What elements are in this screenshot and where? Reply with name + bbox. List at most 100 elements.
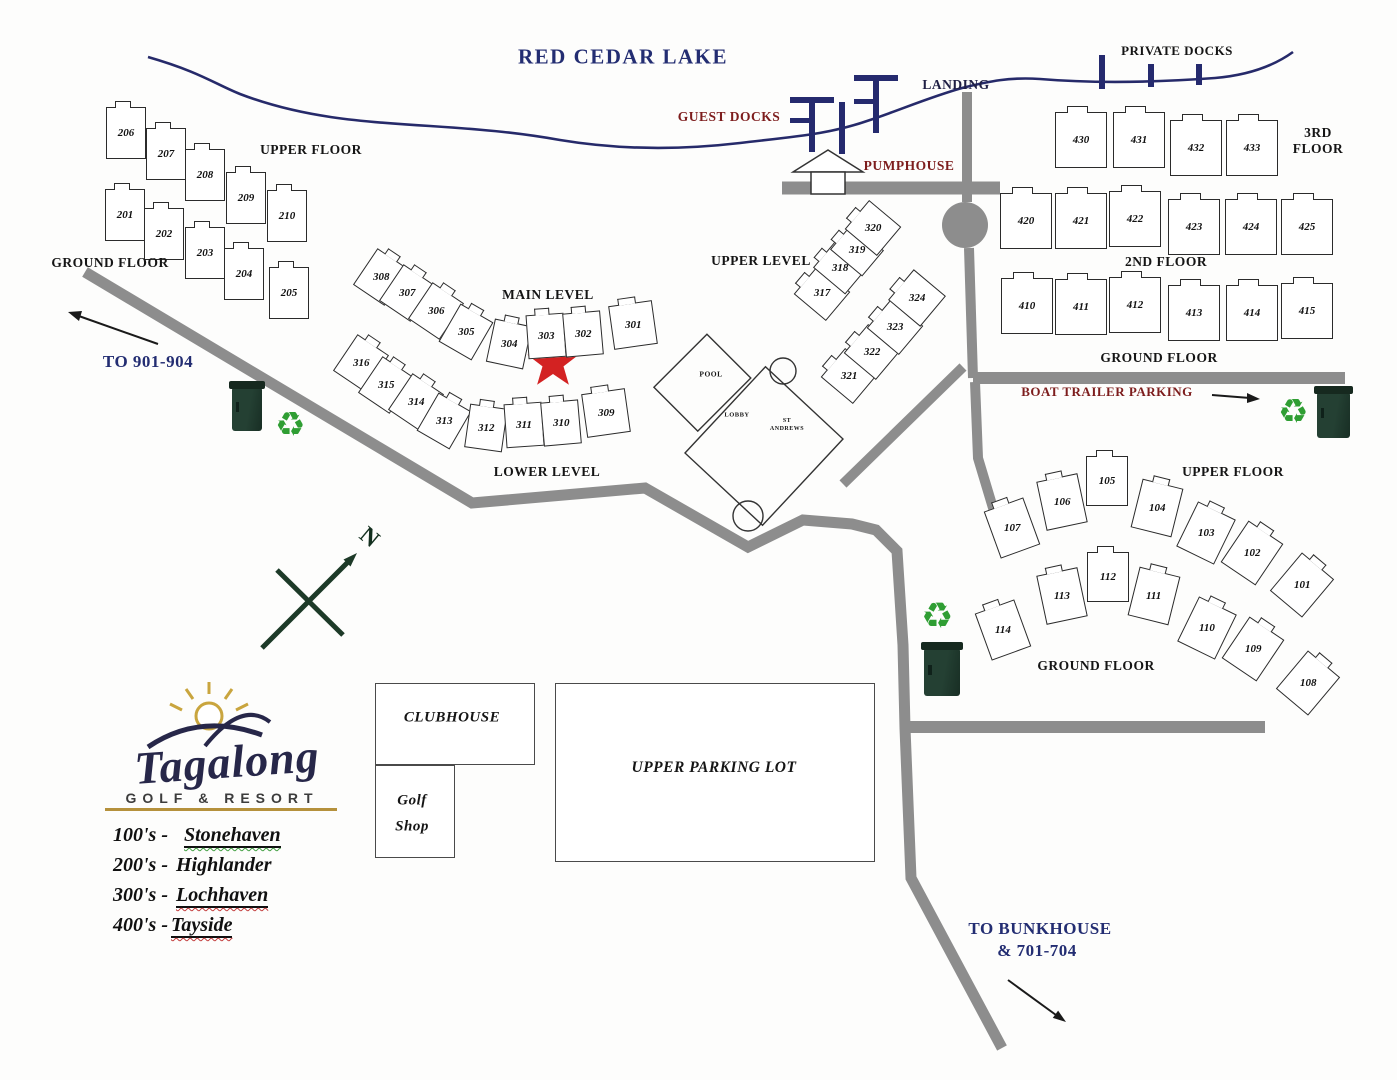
b400-3rd-floor-label: 3RD bbox=[1304, 125, 1332, 140]
logo-underline bbox=[105, 808, 337, 811]
unit-number: 421 bbox=[1072, 215, 1090, 227]
unit-302: 302 bbox=[562, 310, 604, 358]
unit-number: 433 bbox=[1243, 142, 1261, 154]
unit-number: 304 bbox=[500, 338, 518, 350]
unit-number: 107 bbox=[1003, 522, 1021, 534]
main-level-label: MAIN LEVEL bbox=[502, 287, 594, 302]
legend-prefix: 300's - bbox=[113, 884, 168, 906]
unit-number: 307 bbox=[398, 287, 416, 299]
unit-202: 202 bbox=[144, 202, 184, 260]
unit-number: 432 bbox=[1187, 142, 1205, 154]
legend-prefix: 400's - bbox=[113, 914, 168, 936]
recycle-icon: ♻ bbox=[1278, 392, 1309, 432]
unit-204: 204 bbox=[224, 242, 264, 300]
unit-number: 324 bbox=[908, 292, 926, 304]
pool-label: POOL bbox=[699, 369, 723, 379]
lower-level-label: LOWER LEVEL bbox=[493, 464, 601, 479]
pumphouse-icon bbox=[790, 149, 866, 195]
clubhouse-label: CLUBHOUSE bbox=[403, 709, 501, 726]
unit-107: 107 bbox=[983, 497, 1041, 559]
unit-number: 101 bbox=[1293, 579, 1311, 591]
unit-number: 113 bbox=[1054, 590, 1070, 602]
unit-108: 108 bbox=[1275, 650, 1341, 716]
guest-docks-icons bbox=[790, 75, 898, 154]
st-andrews-label: ST bbox=[782, 418, 792, 424]
unit-number: 312 bbox=[477, 422, 495, 434]
unit-206: 206 bbox=[106, 101, 146, 159]
unit-number: 106 bbox=[1053, 496, 1071, 508]
unit-432: 432 bbox=[1170, 114, 1222, 176]
unit-number: 112 bbox=[1100, 571, 1116, 583]
unit-410: 410 bbox=[1001, 272, 1053, 334]
unit-number: 201 bbox=[116, 209, 134, 221]
unit-425: 425 bbox=[1281, 193, 1333, 255]
unit-411: 411 bbox=[1055, 273, 1107, 335]
b100-ground-floor-label: GROUND FLOOR bbox=[1037, 658, 1155, 673]
b400-ground-floor-label: GROUND FLOOR bbox=[1100, 350, 1218, 365]
building-legend: 100's - Stonehaven 200's - Highlander 300'… bbox=[113, 824, 281, 944]
unit-309: 309 bbox=[581, 388, 631, 438]
unit-number: 205 bbox=[280, 287, 298, 299]
lobby-label: LOBBY bbox=[724, 411, 750, 419]
unit-number: 321 bbox=[840, 370, 858, 382]
unit-208: 208 bbox=[185, 143, 225, 201]
unit-number: 420 bbox=[1017, 215, 1035, 227]
unit-number: 114 bbox=[995, 624, 1011, 636]
unit-number: 108 bbox=[1299, 677, 1317, 689]
unit-412: 412 bbox=[1109, 271, 1161, 333]
legend-item-300s: 300's -Lochhaven bbox=[113, 884, 281, 908]
unit-415: 415 bbox=[1281, 277, 1333, 339]
upper-parking-lot bbox=[555, 683, 875, 862]
unit-414: 414 bbox=[1226, 279, 1278, 341]
unit-111: 111 bbox=[1127, 566, 1181, 626]
resort-logo-name: Tagalong bbox=[132, 730, 322, 794]
boat-trailer-parking-label: BOAT TRAILER PARKING bbox=[1021, 384, 1193, 399]
to-901-label: TO 901-904 bbox=[102, 352, 194, 371]
b400-2nd-floor-label: 2ND FLOOR bbox=[1124, 254, 1208, 269]
unit-number: 203 bbox=[196, 247, 214, 259]
unit-number: 313 bbox=[435, 415, 453, 427]
unit-number: 208 bbox=[196, 169, 214, 181]
legend-name: Tayside bbox=[171, 914, 233, 938]
legend-name: Highlander bbox=[176, 854, 272, 876]
unit-number: 318 bbox=[831, 262, 849, 274]
unit-number: 322 bbox=[863, 346, 881, 358]
clubhouse-building bbox=[375, 683, 535, 765]
compass-icon bbox=[260, 553, 357, 650]
to-bunkhouse-label: TO BUNKHOUSE bbox=[968, 919, 1112, 938]
unit-number: 412 bbox=[1126, 299, 1144, 311]
legend-name: Stonehaven bbox=[184, 824, 281, 848]
unit-310: 310 bbox=[540, 399, 582, 447]
unit-number: 210 bbox=[278, 210, 296, 222]
unit-number: 103 bbox=[1197, 527, 1215, 539]
private-docks-icons bbox=[1099, 55, 1202, 89]
golf-shop-label: Shop bbox=[395, 818, 429, 835]
unit-number: 316 bbox=[352, 357, 370, 369]
b200-ground-floor-label: GROUND FLOOR bbox=[51, 255, 169, 270]
to-bunkhouse-label: & 701-704 bbox=[997, 941, 1077, 960]
legend-prefix: 100's - bbox=[113, 824, 168, 846]
unit-114: 114 bbox=[974, 599, 1032, 661]
unit-number: 202 bbox=[155, 228, 173, 240]
unit-number: 314 bbox=[407, 396, 425, 408]
recycle-icon: ♻ bbox=[275, 405, 306, 445]
unit-210: 210 bbox=[267, 184, 307, 242]
legend-prefix: 200's - bbox=[113, 854, 168, 876]
unit-number: 207 bbox=[157, 148, 175, 160]
recycle-icon: ♻ bbox=[921, 596, 954, 637]
unit-number: 305 bbox=[457, 326, 475, 338]
unit-207: 207 bbox=[146, 122, 186, 180]
unit-413: 413 bbox=[1168, 279, 1220, 341]
unit-312: 312 bbox=[464, 403, 508, 453]
unit-112: 112 bbox=[1087, 546, 1129, 602]
landing-label: LANDING bbox=[922, 77, 990, 92]
unit-423: 423 bbox=[1168, 193, 1220, 255]
lodge-outline bbox=[652, 333, 844, 532]
unit-105: 105 bbox=[1086, 450, 1128, 506]
unit-number: 109 bbox=[1244, 643, 1262, 655]
trash-bin-icon bbox=[1314, 386, 1353, 438]
private-docks-label: PRIVATE DOCKS bbox=[1121, 43, 1233, 58]
unit-number: 102 bbox=[1243, 547, 1261, 559]
unit-number: 209 bbox=[237, 192, 255, 204]
